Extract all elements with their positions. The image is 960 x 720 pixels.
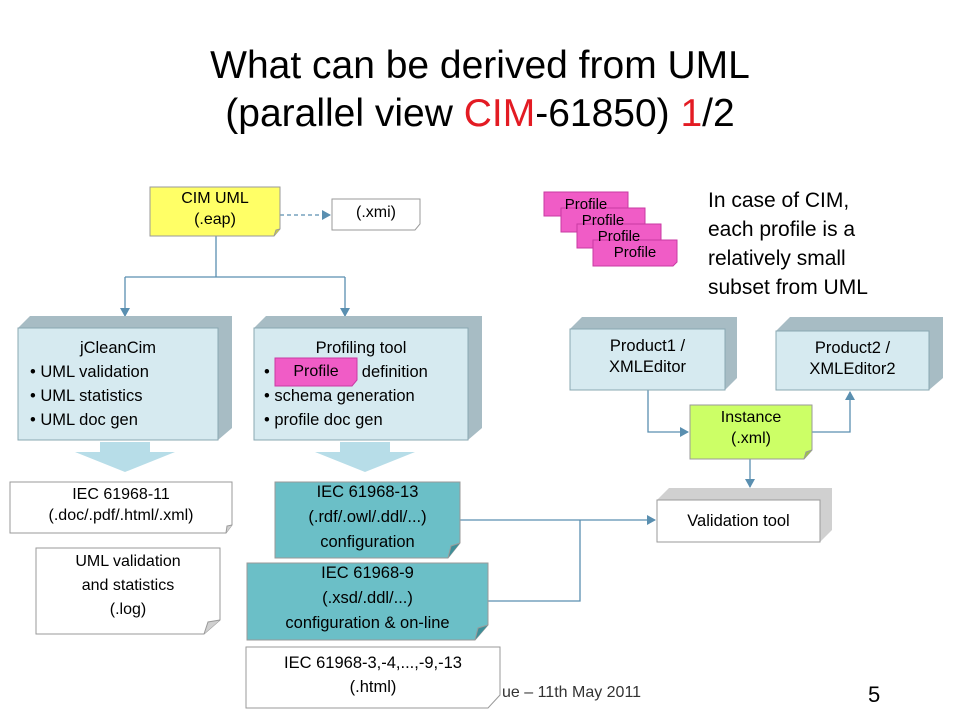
iec-html-label: IEC 61968-3,-4,...,-9,-13 (.html)	[246, 651, 500, 699]
page-number: 5	[868, 682, 881, 707]
note-line: each profile is a	[708, 218, 856, 241]
profiling-bullet: • profile doc gen	[264, 411, 383, 429]
title-cim: CIM	[463, 92, 536, 135]
product2-box	[775, 317, 943, 391]
jcleancim-bullet-text: UML statistics	[40, 387, 143, 405]
uml-log-line1: UML validation	[75, 553, 181, 570]
iec-13-line3: configuration	[320, 533, 415, 551]
iec-11-label: IEC 61968-11 (.doc/.pdf/.html/.xml)	[10, 485, 232, 527]
xmi-label: (.xmi)	[356, 204, 396, 221]
profiling-bullet: • schema generation	[264, 387, 415, 405]
iec-11-line1: IEC 61968-11	[72, 486, 170, 503]
product1-line2: XMLEditor	[608, 358, 687, 377]
profile-tag-2-label: Profile	[581, 212, 625, 229]
product1-label: Product1 / XMLEditor	[570, 336, 725, 379]
profile-stack	[543, 191, 678, 267]
jcleancim-bullet: • UML validation	[30, 363, 149, 381]
uml-log-box	[35, 547, 221, 635]
page-title-line1: What can be derived from UML	[210, 44, 750, 87]
block-arrow-jcleancim	[75, 442, 175, 472]
instance-box	[689, 404, 813, 460]
iec-9-box	[246, 562, 489, 641]
iec-13-line2: (.rdf/.owl/.ddl/...)	[308, 508, 427, 526]
validation-tool-box	[656, 488, 832, 543]
profiling-bullet-text: schema generation	[274, 387, 415, 405]
product1-box	[569, 317, 737, 391]
uml-log-line3: (.log)	[109, 601, 147, 618]
iec-html-box	[245, 646, 501, 709]
block-arrows	[75, 442, 415, 472]
cim-uml-label: CIM UML (.eap)	[150, 189, 280, 231]
product2-label: Product2 / XMLEditor2	[776, 338, 929, 381]
footer-text: ue – 11th May 2011	[502, 684, 642, 701]
jcleancim-bullet-text: UML doc gen	[40, 411, 138, 429]
iec-9-label: IEC 61968-9 (.xsd/.ddl/...) configuratio…	[247, 561, 488, 636]
cim-uml-line2: (.eap)	[194, 210, 236, 228]
iec-11-line2: (.doc/.pdf/.html/.xml)	[48, 506, 194, 524]
jcleancim-label: jCleanCim • UML validation • UML statist…	[18, 336, 218, 432]
cim-uml-line1: CIM UML	[181, 190, 249, 207]
profiling-bullet-text: profile doc gen	[274, 411, 383, 429]
product2-line2: XMLEditor2	[809, 360, 896, 379]
profile-tag-4-label: Profile	[613, 244, 657, 261]
block-arrow-profiling	[315, 442, 415, 472]
uml-log-line2: and statistics	[81, 577, 175, 594]
jcleancim-box	[17, 316, 232, 441]
jcleancim-bullet: • UML statistics	[30, 387, 143, 405]
note-line: In case of CIM,	[708, 189, 850, 212]
cim-profile-note: In case of CIM, each profile is a relati…	[708, 186, 948, 302]
title-part: -61850)	[535, 92, 681, 135]
profiling-tool-box	[253, 316, 482, 441]
profile-tag-1-label: Profile	[564, 196, 608, 213]
instance-line1: Instance	[720, 409, 782, 426]
title-part: (parallel view	[225, 92, 464, 135]
iec-13-box	[274, 481, 461, 559]
profiling-tool-title: Profiling tool	[315, 339, 407, 357]
iec-9-line1: IEC 61968-9	[321, 564, 414, 582]
iec-9-line3: configuration & on-line	[285, 614, 450, 632]
jcleancim-bullet-text: UML validation	[40, 363, 149, 381]
iec-13-label: IEC 61968-13 (.rdf/.owl/.ddl/...) config…	[275, 480, 460, 555]
connectors	[120, 210, 855, 602]
iec-html-line2: (.html)	[349, 678, 397, 696]
validation-tool-label: Validation tool	[687, 512, 790, 530]
xmi-box	[331, 198, 421, 231]
iec-13-line1: IEC 61968-13	[316, 483, 419, 501]
page-title-line2: (parallel view CIM-61850) 1/2	[0, 90, 960, 138]
iec-9-line2: (.xsd/.ddl/...)	[322, 589, 413, 607]
instance-line2: (.xml)	[731, 429, 771, 447]
connector-instance-to-product2	[812, 391, 855, 433]
note-line: relatively small	[708, 247, 846, 270]
profile-tag-inline-label: Profile	[293, 363, 339, 380]
profiling-bullet: •definition	[264, 363, 428, 381]
title-part: /2	[702, 92, 735, 135]
profile-tag-3-label: Profile	[597, 228, 641, 245]
iec-html-line1: IEC 61968-3,-4,...,-9,-13	[284, 654, 462, 672]
jcleancim-bullet: • UML doc gen	[30, 411, 138, 429]
title-number: 1	[680, 92, 703, 135]
product1-line1: Product1 /	[609, 337, 686, 355]
profile-tag-inline	[274, 357, 358, 387]
connector-product1-to-instance	[647, 390, 689, 437]
jcleancim-title: jCleanCim	[79, 339, 157, 357]
profile-tag-4	[592, 239, 678, 267]
uml-log-label: UML validation and statistics (.log)	[36, 550, 220, 622]
cim-uml-box	[149, 186, 281, 237]
note-line: subset from UML	[708, 276, 868, 299]
iec-11-box	[9, 481, 233, 534]
product2-line1: Product2 /	[814, 339, 891, 357]
profiling-tool-label: Profiling tool •definition • schema gene…	[254, 336, 468, 432]
profiling-bullet-text: definition	[361, 363, 428, 381]
instance-label: Instance (.xml)	[690, 408, 812, 450]
connector-iec9-to-validation	[487, 520, 581, 602]
